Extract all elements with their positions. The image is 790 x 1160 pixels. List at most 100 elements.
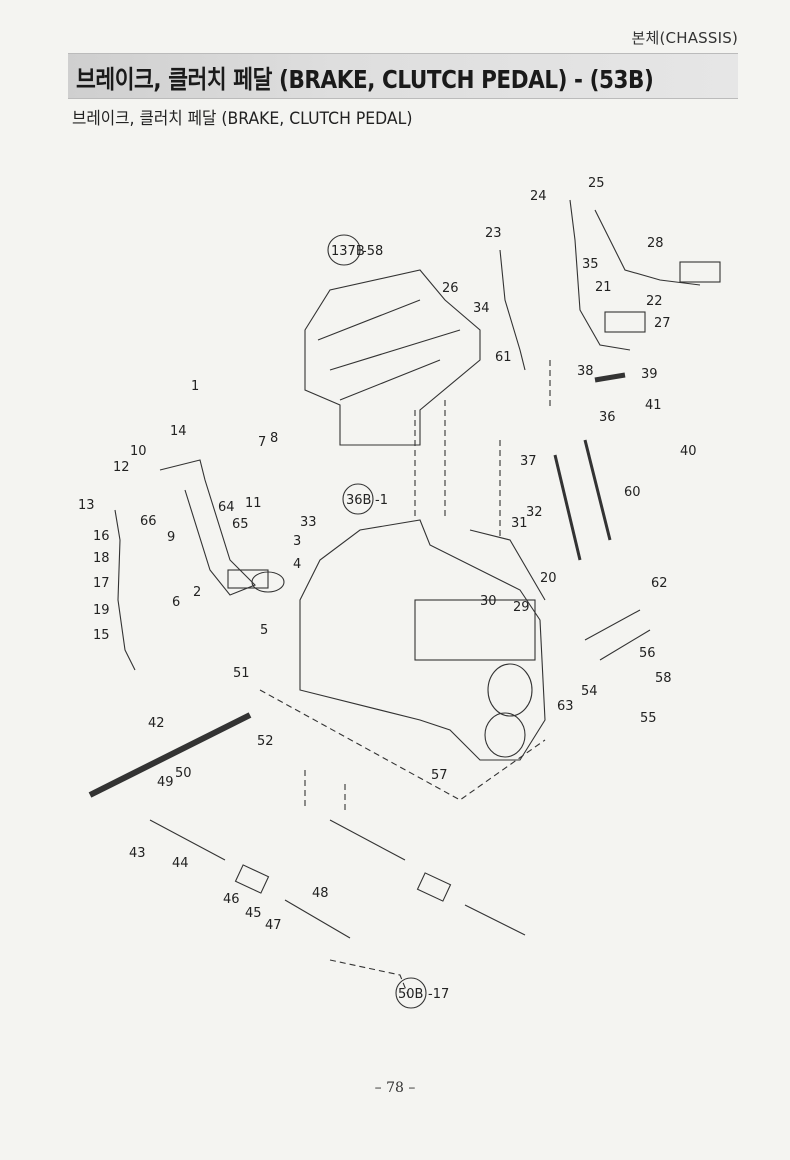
- ref-circle-50b: [395, 977, 427, 1009]
- part-label: 9: [167, 530, 175, 545]
- part-label: 50: [175, 766, 192, 781]
- page-subtitle: 브레이크, 클러치 페달 (BRAKE, CLUTCH PEDAL): [72, 109, 413, 129]
- ref-label-137b: 137B: [331, 244, 365, 259]
- ref-suffix-1: -1: [375, 493, 388, 508]
- pedal-pad-5: [251, 571, 285, 593]
- pin-39: [594, 372, 626, 383]
- case-bore-upper: [487, 663, 533, 717]
- part-label: 10: [130, 444, 147, 459]
- part-label: 15: [93, 628, 110, 643]
- part-label: 39: [641, 367, 658, 382]
- part-label: 12: [113, 460, 130, 475]
- part-label: 19: [93, 603, 110, 618]
- guide-line-3: [414, 400, 446, 520]
- ref-suffix-58: -58: [362, 244, 383, 259]
- clutch-pedal-arm: [159, 459, 256, 596]
- part-label: 2: [193, 585, 201, 600]
- part-label: 62: [651, 576, 668, 591]
- part-label: 34: [473, 301, 490, 316]
- guide-line-4: [499, 360, 551, 540]
- part-label: 55: [640, 711, 657, 726]
- part-label: 46: [223, 892, 240, 907]
- part-label: 66: [140, 514, 157, 529]
- rod-15-16: [114, 509, 136, 671]
- guide-line-5: [329, 959, 411, 1001]
- part-label: 32: [526, 505, 543, 520]
- part-label: 20: [540, 571, 557, 586]
- part-label: 47: [265, 918, 282, 933]
- clutch-pedal-pad: [227, 569, 269, 589]
- part-label: 51: [233, 666, 250, 681]
- part-label: 52: [257, 734, 274, 749]
- part-label: 38: [577, 364, 594, 379]
- part-label: 60: [624, 485, 641, 500]
- reference-labels: 137B -58 36B -1 50B -17: [331, 244, 449, 1002]
- part-label: 23: [485, 226, 502, 241]
- ref-circle-137b: [327, 234, 361, 266]
- part-label: 54: [581, 684, 598, 699]
- part-label: 43: [129, 846, 146, 861]
- part-label: 58: [655, 671, 672, 686]
- part-label: 40: [680, 444, 697, 459]
- guide-line-1: [259, 689, 546, 801]
- section-header: 본체(CHASSIS): [631, 29, 738, 47]
- part-label: 30: [480, 594, 497, 609]
- part-label: 48: [312, 886, 329, 901]
- part-label: 6: [172, 595, 180, 610]
- part-label: 7: [258, 435, 266, 450]
- part-callouts: 1 2 3 4 5 6 7 8 9 10 11 12 13 14 15 16 1…: [78, 176, 697, 933]
- part-label: 63: [557, 699, 574, 714]
- part-label: 25: [588, 176, 605, 191]
- part-label: 17: [93, 576, 110, 591]
- rod-48-left: [284, 899, 351, 939]
- transmission-case-shape: [299, 519, 546, 761]
- part-label: 8: [270, 431, 278, 446]
- part-label: 31: [511, 516, 528, 531]
- ref-label-36b: 36B: [346, 493, 371, 508]
- part-label: 37: [520, 454, 537, 469]
- part-label: 26: [442, 281, 459, 296]
- rod-44-right: [329, 819, 406, 861]
- part-label: 33: [300, 515, 317, 530]
- part-label: 56: [639, 646, 656, 661]
- rod-44-left: [149, 819, 226, 861]
- part-label: 42: [148, 716, 165, 731]
- part-label: 41: [645, 398, 662, 413]
- shaft-54-56: [584, 609, 651, 661]
- part-label: 44: [172, 856, 189, 871]
- rod-60: [583, 439, 612, 541]
- part-label: 1: [191, 379, 199, 394]
- turnbuckle-45-left: [234, 864, 270, 894]
- part-label: 65: [232, 517, 249, 532]
- part-label: 13: [78, 498, 95, 513]
- part-label: 57: [431, 768, 448, 783]
- brake-pedal-25: [594, 209, 701, 286]
- ref-suffix-17: -17: [428, 987, 449, 1002]
- brake-pedal-pad-right: [679, 261, 721, 283]
- part-label: 45: [245, 906, 262, 921]
- part-label: 36: [599, 410, 616, 425]
- part-label: 4: [293, 557, 301, 572]
- part-label: 16: [93, 529, 110, 544]
- page-title: 브레이크, 클러치 페달 (BRAKE, CLUTCH PEDAL) - (53…: [76, 65, 654, 94]
- pedal-bracket-shape: [304, 269, 481, 446]
- part-label: 22: [646, 294, 663, 309]
- bracket-detail: [317, 299, 461, 401]
- part-label: 28: [647, 236, 664, 251]
- part-label: 5: [260, 623, 268, 638]
- lever-29: [469, 529, 546, 601]
- diagram-lines: [88, 199, 721, 1009]
- part-label: 18: [93, 551, 110, 566]
- page-number: – 78 –: [374, 1080, 416, 1096]
- shaft-42: [88, 712, 252, 798]
- case-bore-lower: [484, 712, 526, 758]
- part-label: 14: [170, 424, 187, 439]
- part-label: 3: [293, 534, 301, 549]
- ref-circle-36b: [342, 483, 374, 515]
- case-opening: [414, 599, 536, 661]
- rod-34: [499, 249, 526, 371]
- brake-pedal-pad-left: [604, 311, 646, 333]
- part-label: 27: [654, 316, 671, 331]
- turnbuckle-45-right: [416, 872, 452, 902]
